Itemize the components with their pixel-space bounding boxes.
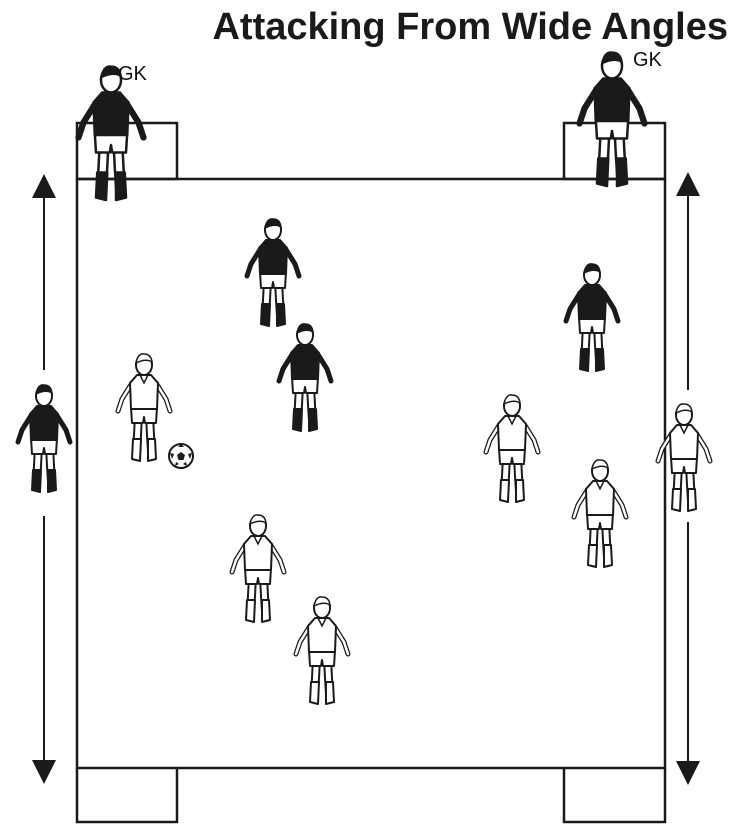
goal-bottom-left — [77, 768, 177, 822]
player-dark-3 — [566, 264, 618, 371]
player-dark-2 — [279, 324, 331, 431]
player-dark-1 — [247, 219, 299, 326]
player-light-1 — [486, 395, 538, 502]
player-gk-right — [580, 52, 645, 186]
player-light-4 — [296, 597, 348, 704]
gk-label-right: GK — [633, 49, 662, 72]
field-outline — [77, 179, 665, 768]
soccer-ball-icon — [169, 444, 193, 468]
player-light-ball — [118, 354, 170, 461]
player-dark-wide-left — [18, 385, 70, 492]
goal-bottom-right — [564, 768, 665, 822]
player-light-3 — [232, 515, 284, 622]
gk-label-left: GK — [118, 63, 147, 86]
player-light-2 — [574, 460, 626, 567]
